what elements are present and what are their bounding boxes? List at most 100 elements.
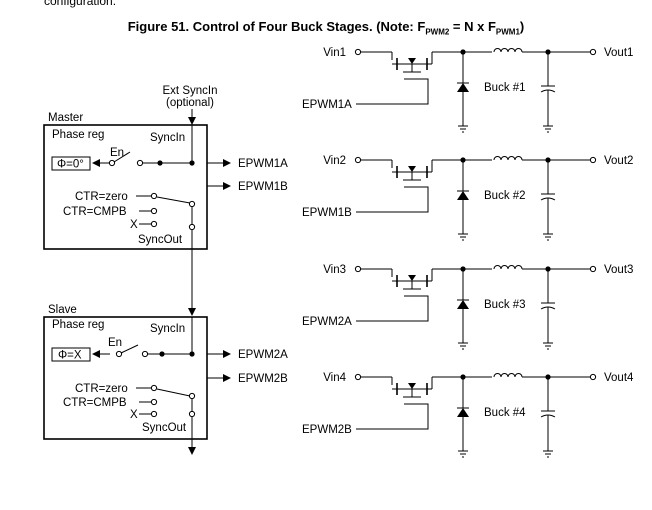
gate-drive-wire [356,186,429,213]
slave-ctr-cmpb-contact [150,398,158,406]
vin-label: Vin2 [323,155,346,167]
slave-block: Slave Phase reg SyncIn Φ=X En CTR=zero C… [43,304,288,440]
slave-syncin-label: SyncIn [150,323,185,335]
gate-drive-wire [356,403,429,430]
mosfet-diode-arrow [408,58,416,64]
buck-label: Buck #3 [484,299,526,311]
pwm-label: EPWM1A [302,99,352,111]
ext-syncin: Ext SyncIn (optional) [163,85,217,125]
freewheel-diode [457,191,469,200]
master-node-2 [189,160,195,166]
slave-en-contact-right [141,350,149,358]
slave-syncout-contact-bottom [188,410,196,418]
mosfet-diode-arrow [408,383,416,389]
master-block: Master Phase reg SyncIn Φ=0° En CTR=zero… [43,112,288,250]
inductor [493,48,523,53]
slave-ctr-zero-label: CTR=zero [75,383,128,395]
master-ctr-zero-contact [150,192,158,200]
slave-box [43,316,208,440]
slave-phase-value-box [51,347,91,362]
vout-terminal [589,48,597,56]
slave-x-contact [150,410,158,418]
figure-title: Figure 51. Control of Four Buck Stages. … [0,19,652,37]
buck-stage-1: Vin1 [302,47,633,133]
title-sub-2: PWM1 [495,27,520,37]
slave-title: Slave [48,304,77,316]
master-syncin-label: SyncIn [150,132,185,144]
title-main: Figure 51. Control of Four Buck Stages. … [127,19,426,34]
master-en-contact-right [136,159,144,167]
vout-terminal [589,373,597,381]
inductor [493,156,523,161]
master-x-contact [150,220,158,228]
master-syncout-contact-bottom [188,223,196,231]
vin-label: Vin1 [323,47,346,59]
buck-stage-3: Vin3 [302,264,633,350]
slave-selector-switch [156,388,191,397]
slave-syncout-label: SyncOut [142,422,187,434]
inductor [493,265,523,270]
slave-out-b-label: EPWM2B [238,373,288,385]
slave-en-label: En [108,337,122,349]
master-en-contact-left [108,159,116,167]
gate-drive-wire [356,295,429,322]
master-ctr-cmpb-contact [150,207,158,215]
vin-label: Vin3 [323,264,346,276]
slave-node-2 [189,351,195,357]
master-box [43,124,208,250]
slave-phase-reg-label: Phase reg [52,319,104,331]
vout-terminal [589,156,597,164]
slave-syncout-contact-top [188,392,196,400]
master-out-a-label: EPWM1A [238,158,288,170]
vin-terminal [354,265,362,273]
vout-terminal [589,265,597,273]
master-syncout-label: SyncOut [138,234,183,246]
master-syncout-contact-top [188,200,196,208]
buck-label: Buck #1 [484,82,526,94]
vin-terminal [354,373,362,381]
vin-terminal [354,48,362,56]
inductor [493,373,523,378]
title-mid: = N x F [449,19,496,34]
buck-label: Buck #2 [484,190,526,202]
pwm-label: EPWM2A [302,316,352,328]
top-paragraph-text: configuration. [44,0,117,8]
master-en-switch [113,151,131,163]
freewheel-diode [457,408,469,417]
buck-circuit [354,373,597,458]
title-sub-1: PWM2 [425,27,450,37]
buck-stage-4: Vin4 [302,372,634,458]
freewheel-diode [457,300,469,309]
buck-circuit [354,265,597,350]
freewheel-diode [457,83,469,92]
buck-stage-2: Vin2 [302,155,633,241]
buck-circuit [354,156,597,241]
vout-label: Vout4 [604,372,634,384]
master-phase-value: Φ=0° [57,159,84,171]
buck-label: Buck #4 [484,407,526,419]
master-ctr-cmpb-label: CTR=CMPB [63,206,127,218]
master-en-label: En [110,147,124,159]
vout-label: Vout3 [604,264,633,276]
slave-ctr-cmpb-label: CTR=CMPB [63,397,127,409]
master-title: Master [48,112,83,124]
title-end: ) [519,19,525,34]
ext-syncin-optional-label: (optional) [166,97,214,109]
master-x-label: X [130,219,138,231]
slave-en-contact-left [115,350,123,358]
mosfet-diode-arrow [408,275,416,281]
slave-phase-value: Φ=X [58,350,82,362]
gate-drive-wire [356,78,429,105]
slave-node-1 [159,351,165,357]
slave-en-switch [120,344,139,354]
vout-label: Vout1 [604,47,633,59]
master-selector-switch [156,196,191,204]
master-ctr-zero-label: CTR=zero [75,191,128,203]
slave-out-a-label: EPWM2A [238,349,288,361]
buck-circuit [354,48,597,133]
master-phase-value-box [51,156,91,171]
mosfet-diode-arrow [408,166,416,172]
slave-ctr-zero-contact [150,384,158,392]
vin-terminal [354,156,362,164]
